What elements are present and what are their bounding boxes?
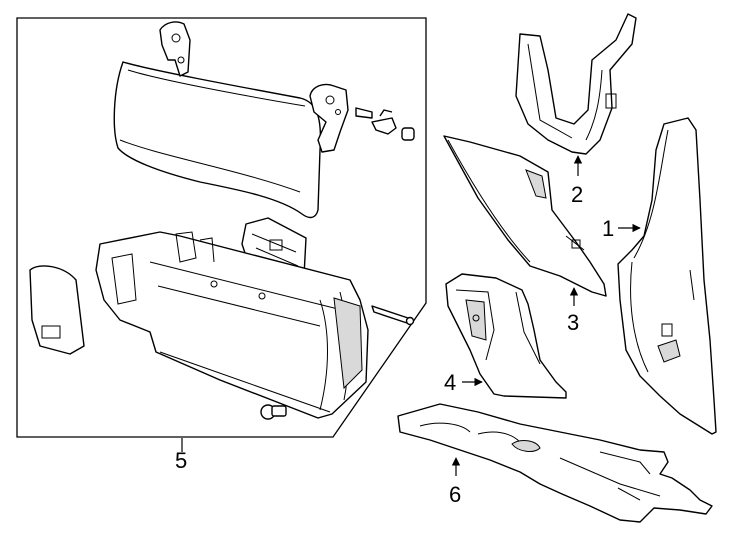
side-bracket-cover [445, 273, 567, 399]
hardware-clips [355, 107, 415, 141]
under-tray [397, 403, 713, 523]
end-cap [29, 265, 85, 355]
glove-box-bin [95, 231, 369, 419]
leader-lines [181, 155, 641, 476]
upper-column-cover [515, 13, 637, 155]
hinge-bracket-right [309, 83, 349, 153]
callout-3: 3 [567, 310, 579, 335]
glove-box-door [113, 61, 322, 219]
callout-1: 1 [602, 216, 614, 241]
pin [371, 305, 415, 326]
callout-5: 5 [175, 448, 187, 473]
lower-knee-panel [443, 135, 607, 297]
push-clip [260, 404, 287, 420]
callout-4: 4 [444, 370, 456, 395]
assembly-5-frame [16, 17, 427, 438]
callout-2: 2 [571, 182, 583, 207]
hinge-bracket-left [159, 21, 191, 77]
callout-6: 6 [449, 482, 461, 507]
side-trim-panel [617, 117, 717, 435]
